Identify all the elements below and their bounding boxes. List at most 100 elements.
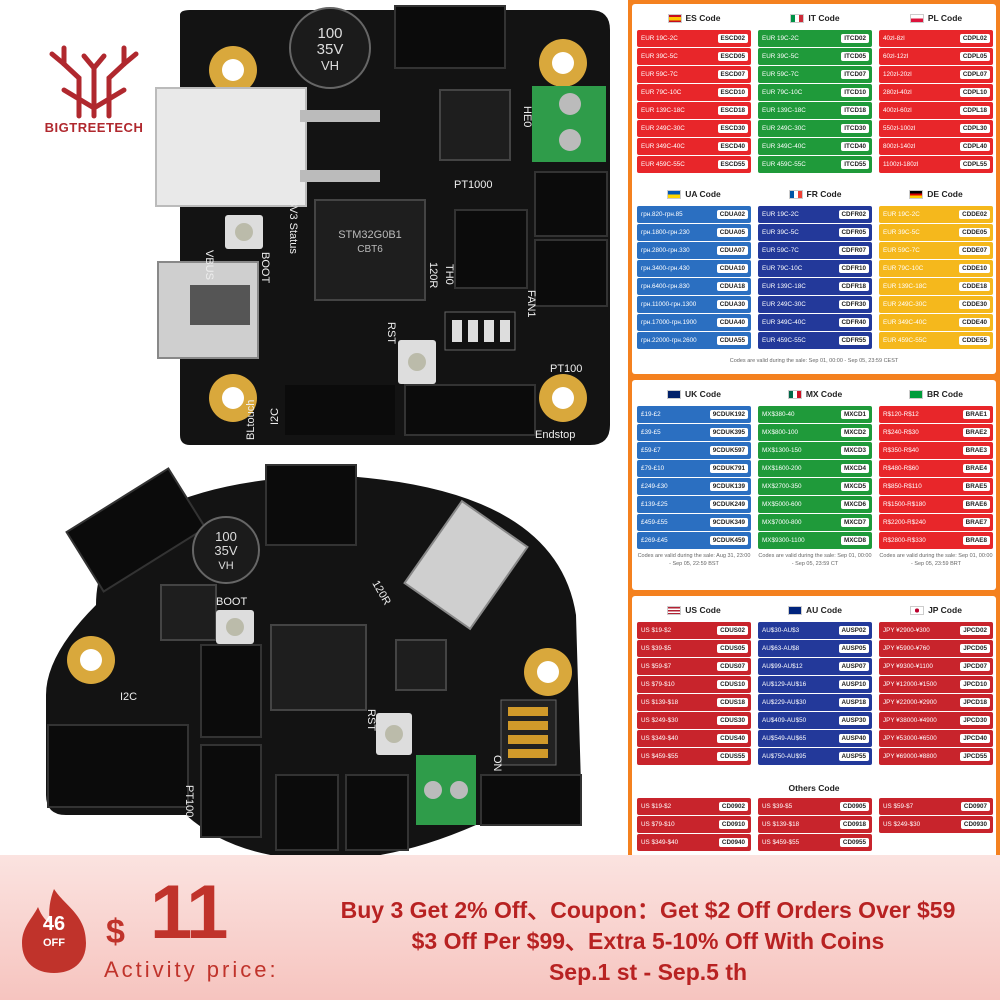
coupon-amount: EUR 19C-2C	[762, 211, 799, 218]
coupon-group-title: DE Code	[879, 184, 993, 204]
coupon-amount: грн.2800-грн.330	[641, 247, 690, 254]
coupon-amount: US $459-$55	[641, 753, 679, 760]
coupon-code: CD0955	[839, 838, 869, 847]
coupon-code: CDPL30	[959, 124, 990, 133]
coupon-code: AUSP40	[838, 734, 869, 743]
coupon-code: ESCD18	[717, 106, 748, 115]
r120-label: 120R	[427, 262, 439, 288]
activity-price-label: Activity price:	[104, 957, 279, 982]
coupon-amount: EUR 139C-18C	[762, 283, 806, 290]
cap-value: 100	[317, 25, 342, 42]
boot-label: BOOT	[259, 252, 271, 283]
coupon-code: MXCD7	[840, 518, 869, 527]
mounting-hole	[209, 46, 257, 94]
promo-line: $3 Off Per $99、Extra 5-10% Off With Coin…	[411, 928, 885, 954]
fan-label: FAN1	[525, 290, 537, 318]
coupon-amount: AU$63-AU$8	[762, 645, 800, 652]
coupon-amount: EUR 459C-55C	[883, 337, 927, 344]
coupon-amount: EUR 349C-40C	[762, 143, 806, 150]
mounting-hole	[524, 648, 572, 696]
coupon-code: JPCD18	[960, 698, 990, 707]
coupon-amount: 280zl-40zl	[883, 89, 912, 96]
coupon-amount: EUR 459C-55C	[641, 161, 685, 168]
coupon-amount: R$1500-R$180	[883, 501, 926, 508]
coupon-amount: EUR 19C-2C	[641, 35, 678, 42]
coupon-amount: MX$2700-350	[762, 483, 802, 490]
coupon-code: JPCD02	[960, 626, 990, 635]
coupon-group-title: IT Code	[758, 8, 872, 28]
coupon-code: CD0930	[960, 820, 990, 829]
coupon-group-title: ES Code	[637, 8, 751, 28]
coupon-code: CD0902	[718, 802, 748, 811]
coupon-amount: EUR 349C-40C	[762, 319, 806, 326]
coupon-amount: грн.22000-грн.2600	[641, 337, 697, 344]
coupon-code: MXCD8	[840, 536, 869, 545]
coupon-code: 9CDUK791	[709, 464, 748, 473]
coupon-code: ITCD18	[841, 106, 869, 115]
coupon-code: ITCD10	[841, 88, 869, 97]
coupon-code: ITCD02	[841, 34, 869, 43]
coupon-code: BRAE4	[962, 464, 990, 473]
cap-voltage: 35V	[214, 543, 237, 558]
brand-name: BIGTREETECH	[44, 120, 144, 135]
coupon-code: CD0918	[839, 820, 869, 829]
coupon-amount: EUR 349C-40C	[883, 319, 927, 326]
coupon-code: CDPL18	[959, 106, 990, 115]
coupon-amount: JPY ¥2900-¥300	[883, 627, 930, 634]
coupon-code: JPCD40	[960, 734, 990, 743]
coupon-code: BRAE7	[962, 518, 990, 527]
coupon-amount: JPY ¥9300-¥1100	[883, 663, 933, 670]
coupon-amount: грн.17000-грн.1900	[641, 319, 697, 326]
coupon-amount: JPY ¥53000-¥6500	[883, 735, 937, 742]
price-value: 11	[150, 870, 228, 955]
driver-chip	[160, 584, 217, 641]
promo-banner: 46 OFF $ 11 Activity price: Buy 3 Get 2%…	[0, 855, 1000, 1000]
bottom-connector	[275, 774, 339, 851]
coupon-code: CDUS07	[717, 662, 748, 671]
coupon-code: CDUS55	[717, 752, 748, 761]
coupon-group-name: UK Code	[685, 389, 721, 399]
th-connector	[454, 209, 528, 289]
coupon-amount: EUR 459C-55C	[762, 337, 806, 344]
coupon-code: CDUA07	[716, 246, 748, 255]
coupon-row: US $59-$7 CDUS07	[637, 658, 751, 675]
coupon-amount: £269-£45	[641, 537, 668, 544]
chip-variant: CBT6	[357, 244, 383, 255]
rst-label: RST	[365, 709, 377, 731]
coupon-amount: £79-£10	[641, 465, 665, 472]
flame-icon	[22, 889, 86, 973]
coupon-amount: US $59-$7	[641, 663, 672, 670]
coupon-row: JPY ¥2900-¥300 JPCD02	[879, 622, 993, 639]
coupon-code: JPCD55	[960, 752, 990, 761]
coupon-code: AUSP18	[838, 698, 869, 707]
coupon-amount: 120zl-20zl	[883, 71, 912, 78]
coupon-code: CDUS40	[717, 734, 748, 743]
